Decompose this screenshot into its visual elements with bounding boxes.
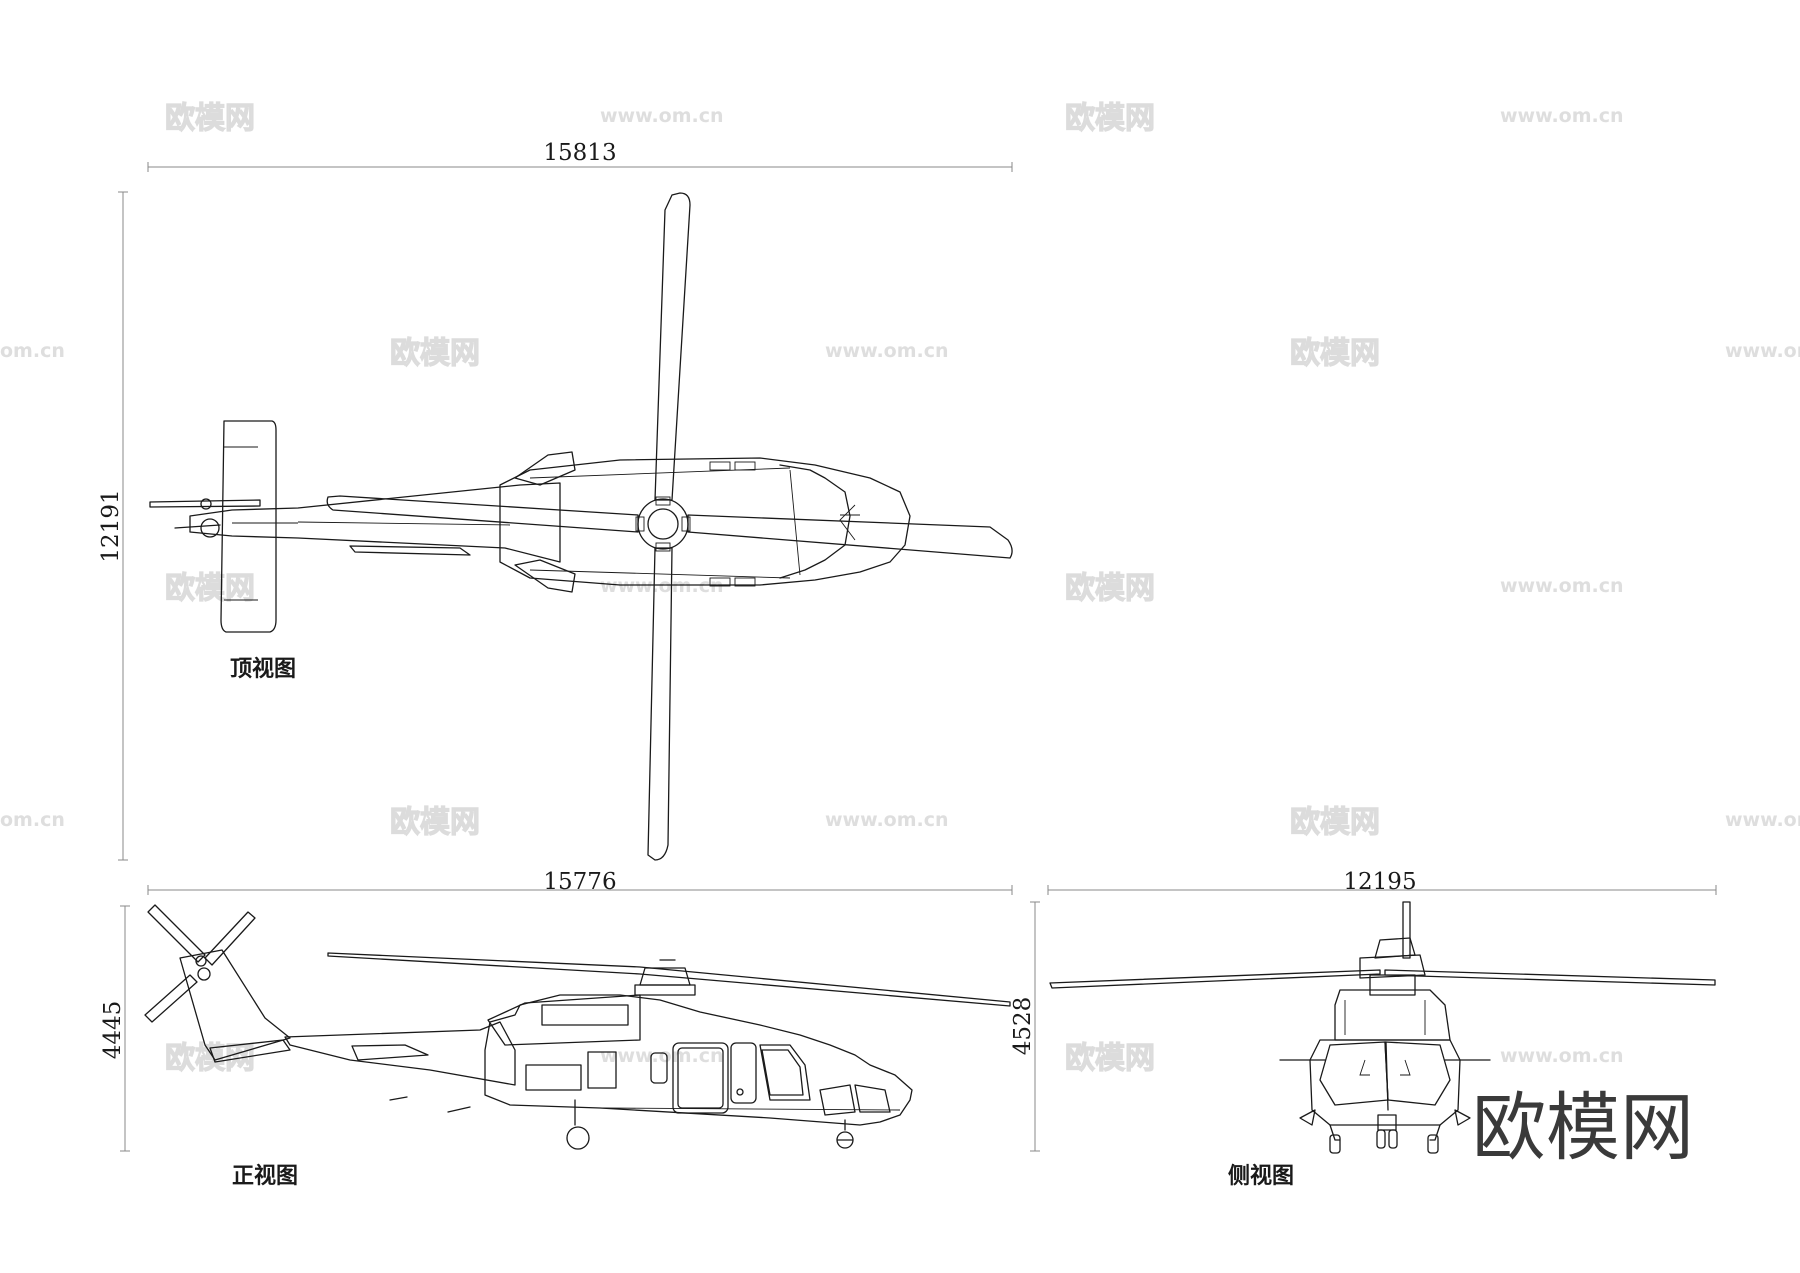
- label-side-view: 侧视图: [1228, 1163, 1294, 1189]
- watermark-url: www.om.cn: [825, 809, 949, 831]
- dimension-text: 15813: [543, 140, 616, 166]
- horizontal-stabilizer: [220, 420, 277, 633]
- landing-gear: [1329, 1114, 1441, 1154]
- dimension-top-length: 15813: [147, 140, 1013, 172]
- watermark-brand: 欧模网: [165, 571, 255, 606]
- watermark-url: www.om.cn: [600, 105, 724, 127]
- watermark-url: www.om.cn: [825, 340, 949, 362]
- watermark-brand: 欧模网: [165, 101, 255, 136]
- helicopter-top-view: [149, 192, 1013, 861]
- brand-logo: 欧模网: [1472, 1085, 1694, 1171]
- watermark-url: www.om.cn: [600, 1045, 724, 1067]
- rotor-blade: [326, 495, 639, 533]
- horizontal-stabilizer: [209, 1039, 291, 1063]
- dimension-text: 15776: [543, 869, 616, 895]
- watermark-url: www.om.cn: [1725, 340, 1800, 362]
- watermark-url: www.om.cn: [1500, 1045, 1624, 1067]
- main-rotor-head: [634, 959, 696, 996]
- main-rotor-blade: [327, 952, 1011, 1007]
- dimension-top-width: 12191: [98, 191, 128, 861]
- watermark-brand: 欧模网: [165, 1041, 255, 1076]
- label-top-view: 顶视图: [230, 656, 296, 682]
- dimension-text: 4528: [1010, 997, 1036, 1056]
- helicopter-profile-view: [144, 904, 1011, 1150]
- watermark-url: www.om.cn: [1500, 575, 1624, 597]
- watermark-brand: 欧模网: [1290, 336, 1380, 371]
- helicopter-frontal-view: [1049, 901, 1716, 1154]
- tail-boom: [189, 482, 561, 563]
- engine-cowling: [487, 994, 641, 1046]
- dimension-side-width: 12195: [1047, 869, 1717, 895]
- label-front-view: 正视图: [232, 1163, 298, 1189]
- tail-rotor: [144, 904, 256, 1023]
- main-rotor-blade: [1049, 969, 1381, 989]
- dimension-text: 4445: [100, 1001, 126, 1060]
- watermark-brand: 欧模网: [1290, 805, 1380, 840]
- windscreen: [1384, 1041, 1451, 1106]
- fuselage: [499, 457, 911, 586]
- engine-nacelle: [514, 451, 576, 486]
- watermark-brand: 欧模网: [1065, 571, 1155, 606]
- windscreen: [1319, 1041, 1389, 1106]
- dimension-front-height: 4445: [100, 905, 130, 1152]
- rotor-blade: [647, 547, 673, 861]
- watermark-brand: 欧模网: [1065, 101, 1155, 136]
- watermark-url: www.om.cn: [1725, 809, 1800, 831]
- main-rotor-head: [1359, 901, 1426, 996]
- watermark-brand: 欧模网: [1065, 1041, 1155, 1076]
- watermark-url: om.cn: [0, 340, 65, 362]
- watermark-brand: 欧模网: [390, 805, 480, 840]
- tail-boom: [284, 1021, 516, 1086]
- watermark-url: www.om.cn: [600, 575, 724, 597]
- main-rotor-hub: [635, 496, 691, 552]
- watermark-url: www.om.cn: [1500, 105, 1624, 127]
- watermarks: 欧模网 www.om.cn 欧模网 www.om.cn om.cn 欧模网 ww…: [0, 100, 1800, 1076]
- engine-nacelle: [514, 559, 576, 593]
- watermark-url: om.cn: [0, 809, 65, 831]
- main-rotor-blade: [1384, 969, 1716, 986]
- dimension-side-height: 4528: [1010, 901, 1040, 1152]
- landing-gear: [566, 1099, 854, 1150]
- dimension-text: 12195: [1343, 869, 1416, 895]
- dimension-front-length: 15776: [147, 869, 1013, 895]
- rotor-blade: [654, 192, 691, 501]
- tail-fin: [179, 949, 291, 1061]
- fuselage: [484, 994, 913, 1126]
- tail-rotor: [149, 499, 261, 508]
- dimension-text: 12191: [98, 489, 124, 562]
- watermark-brand: 欧模网: [390, 336, 480, 371]
- rotor-blade: [687, 514, 1013, 559]
